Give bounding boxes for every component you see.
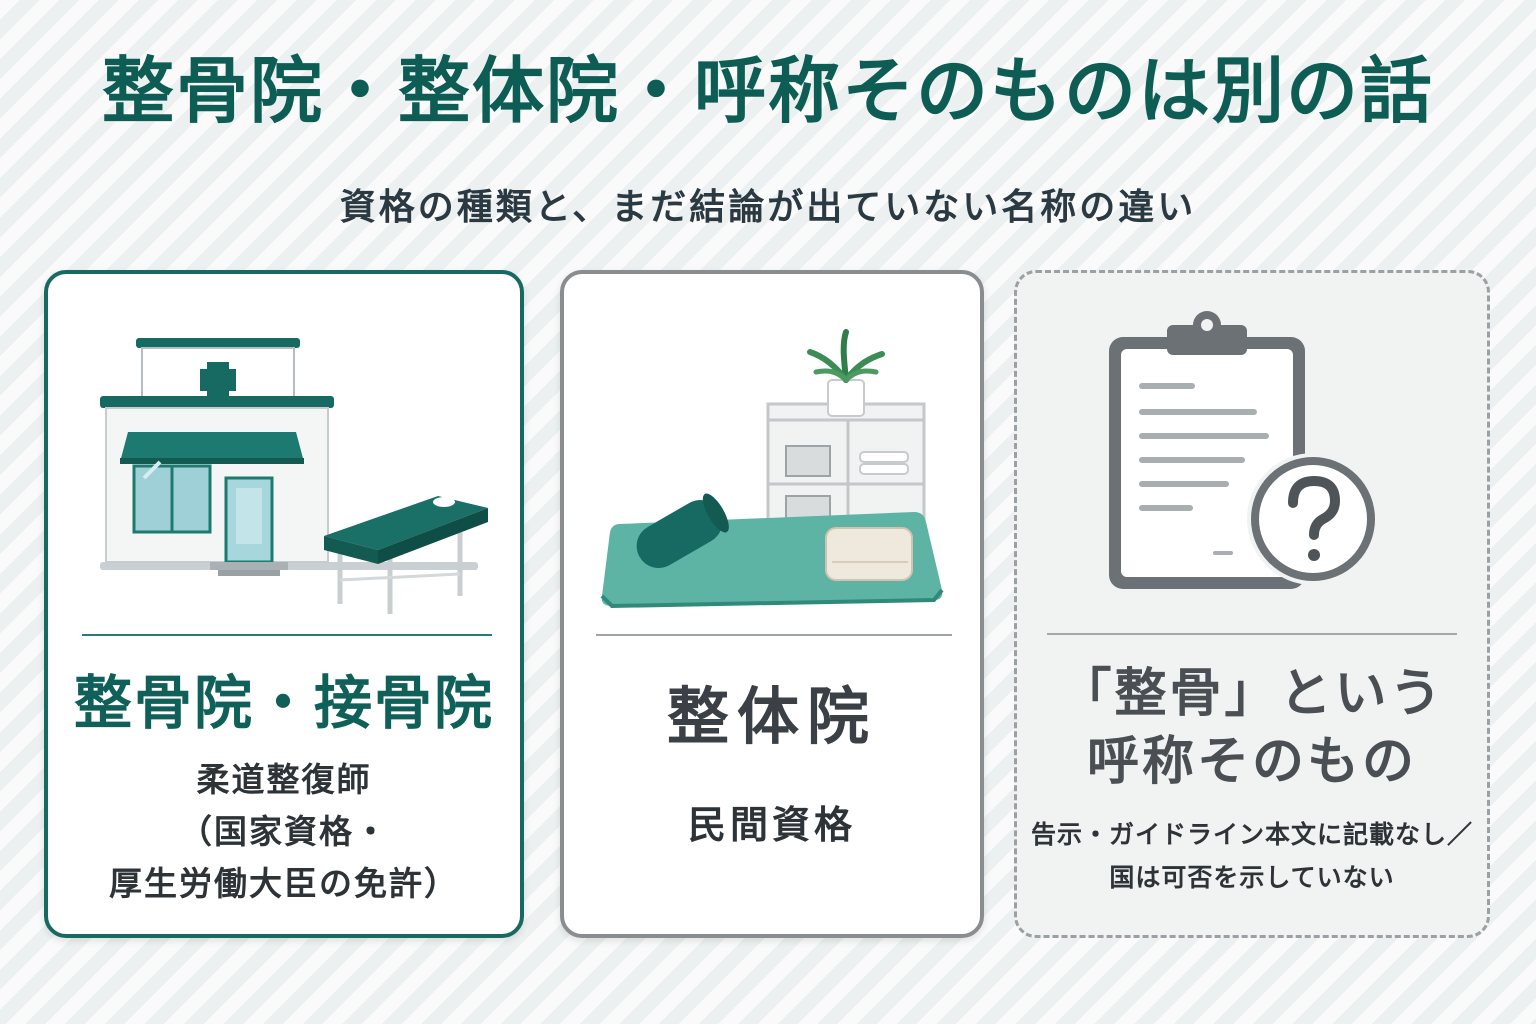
card-description: 民間資格 xyxy=(687,803,856,847)
description-line: （国家資格・ xyxy=(179,812,389,852)
card-heading: 整体院 xyxy=(666,680,877,753)
heading-line: 「整骨」という xyxy=(1059,664,1445,724)
card-divider xyxy=(596,634,952,636)
card-heading: 整骨院・接骨院 xyxy=(73,669,494,737)
card-seikotsuin: 整骨院・接骨院 柔道整復師 （国家資格・ 厚生労働大臣の免許） xyxy=(44,270,524,938)
description-line: 柔道整復師 xyxy=(196,760,372,799)
description-line: 国は可否を示していない xyxy=(1109,863,1395,892)
page-title: 整骨院・整体院・呼称そのものは別の話 xyxy=(101,49,1434,133)
description-line: 告示・ガイドライン本文に記載なし／ xyxy=(1030,820,1473,849)
card-seikotsu-term: 「整骨」という 呼称そのもの 告示・ガイドライン本文に記載なし／ 国は可否を示し… xyxy=(1014,270,1490,938)
card-heading: 「整骨」という 呼称そのもの xyxy=(1017,661,1487,796)
card-description: 告示・ガイドライン本文に記載なし／ 国は可否を示していない xyxy=(1017,813,1487,899)
card-seitaiin: 整体院 民間資格 xyxy=(560,270,984,938)
card-divider xyxy=(82,634,492,636)
card-description: 柔道整復師 （国家資格・ 厚生労働大臣の免許） xyxy=(48,754,520,910)
page-subtitle: 資格の種類と、まだ結論が出ていない名称の違い xyxy=(339,187,1197,228)
description-line: 厚生労働大臣の免許） xyxy=(109,864,459,904)
card-divider xyxy=(1047,633,1457,635)
treatment-mat-icon xyxy=(600,329,944,609)
heading-line: 呼称そのもの xyxy=(1086,731,1417,792)
clipboard-question-icon xyxy=(1109,311,1379,589)
clinic-building-icon xyxy=(100,338,488,614)
